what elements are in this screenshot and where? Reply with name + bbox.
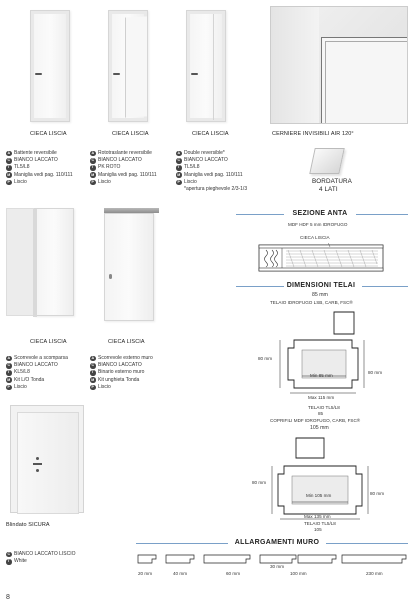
section-label-mdf: MDF HDF 5 mm IDROFUGO	[288, 222, 348, 227]
frame2-heading-pre: COPRIFILI MDF IDROFUGO, CARB, FSC®	[270, 418, 361, 423]
section-title-sezione-anta: SEZIONE ANTA	[292, 210, 348, 217]
frame2-right-dim: 80 mm	[370, 491, 385, 496]
armored-door-frame	[10, 405, 84, 514]
frame1-min: Min 85 mm	[310, 373, 333, 378]
door-caption: CIECA LISCIA	[192, 131, 229, 137]
edge-swatch	[309, 148, 345, 174]
extension-230: 230 mm	[366, 571, 383, 576]
door-image-double	[186, 10, 226, 122]
section-title-allargamenti: ALLARGAMENTI MURO	[234, 539, 320, 546]
section-rule-left	[236, 286, 284, 287]
frame1-caption: TELAIO TL5/L8	[308, 405, 340, 410]
section-rule-right	[326, 543, 408, 544]
extension-40: 40 mm	[173, 571, 188, 576]
door-caption: Blindato SICURA	[6, 522, 50, 528]
frame2-caption: TELAIO TL5/L8	[304, 521, 336, 526]
frame-diagram-105	[271, 437, 369, 520]
frame1-heading: 85 mm	[312, 292, 328, 298]
frame1-subheading: TELAIO IDROFUGO LSB, CARB, FSC®	[270, 300, 353, 305]
recessed-pull-icon	[109, 274, 112, 279]
door-caption: CIECA LISCIA	[30, 339, 67, 345]
frame-diagram-85	[279, 311, 365, 394]
frame1-right-dim: 80 mm	[368, 370, 383, 375]
extension-20: 20 mm	[138, 571, 153, 576]
edge-caption-sub: 4 LATI	[319, 186, 338, 193]
door-caption: CIECA LISCIA	[108, 339, 145, 345]
section-rule-left	[136, 543, 228, 544]
section-rule-left	[236, 214, 284, 215]
frame1-caption-code: 85	[318, 411, 324, 416]
edge-caption: BORDATURA	[312, 178, 352, 185]
frame1-left-dim: 80 mm	[258, 356, 273, 361]
section-rule-right	[362, 286, 408, 287]
wall-extension-profiles	[137, 554, 407, 564]
lock-icon	[36, 457, 39, 460]
extension-30: 30 mm	[270, 564, 285, 569]
pocket-wall	[6, 208, 36, 316]
handle-icon	[35, 73, 42, 75]
hinge-caption: CERNIERE INVISIBILI AIR 120°	[272, 131, 354, 137]
section-label-cieca: CIECA LISCIA	[300, 235, 330, 240]
lock-icon	[36, 469, 39, 472]
door-image-scomparsa	[33, 208, 74, 317]
frame2-min: Min 105 mm	[306, 493, 332, 498]
section-title-dimensioni-telai: DIMENSIONI TELAI	[286, 282, 356, 289]
frame2-caption-code: 105	[314, 527, 322, 532]
handle-icon	[191, 73, 198, 75]
door-caption: CIECA LISCIA	[112, 131, 149, 137]
door-image-rototraslante	[108, 10, 148, 122]
frame1-max: Max 115 mm	[308, 395, 335, 400]
section-rule-right	[356, 214, 408, 215]
frame2-heading: 105 mm	[310, 425, 329, 431]
door-section-diagram	[258, 243, 384, 272]
handle-icon	[33, 463, 42, 465]
handle-icon	[113, 73, 120, 75]
footnote: *apertura pieghevole 2/3-1/3	[184, 186, 248, 193]
page-number: 8	[6, 594, 10, 601]
frame2-max: Max 135 mm	[304, 514, 331, 519]
extension-60: 60 mm	[226, 571, 241, 576]
extension-100: 100 mm	[290, 571, 307, 576]
door-image-battente	[30, 10, 70, 122]
hinge-photo	[270, 6, 408, 124]
frame2-left-dim: 80 mm	[252, 480, 267, 485]
door-image-esterno-muro	[104, 213, 154, 321]
sliding-rail	[104, 208, 159, 213]
door-caption: CIECA LISCIA	[30, 131, 67, 137]
